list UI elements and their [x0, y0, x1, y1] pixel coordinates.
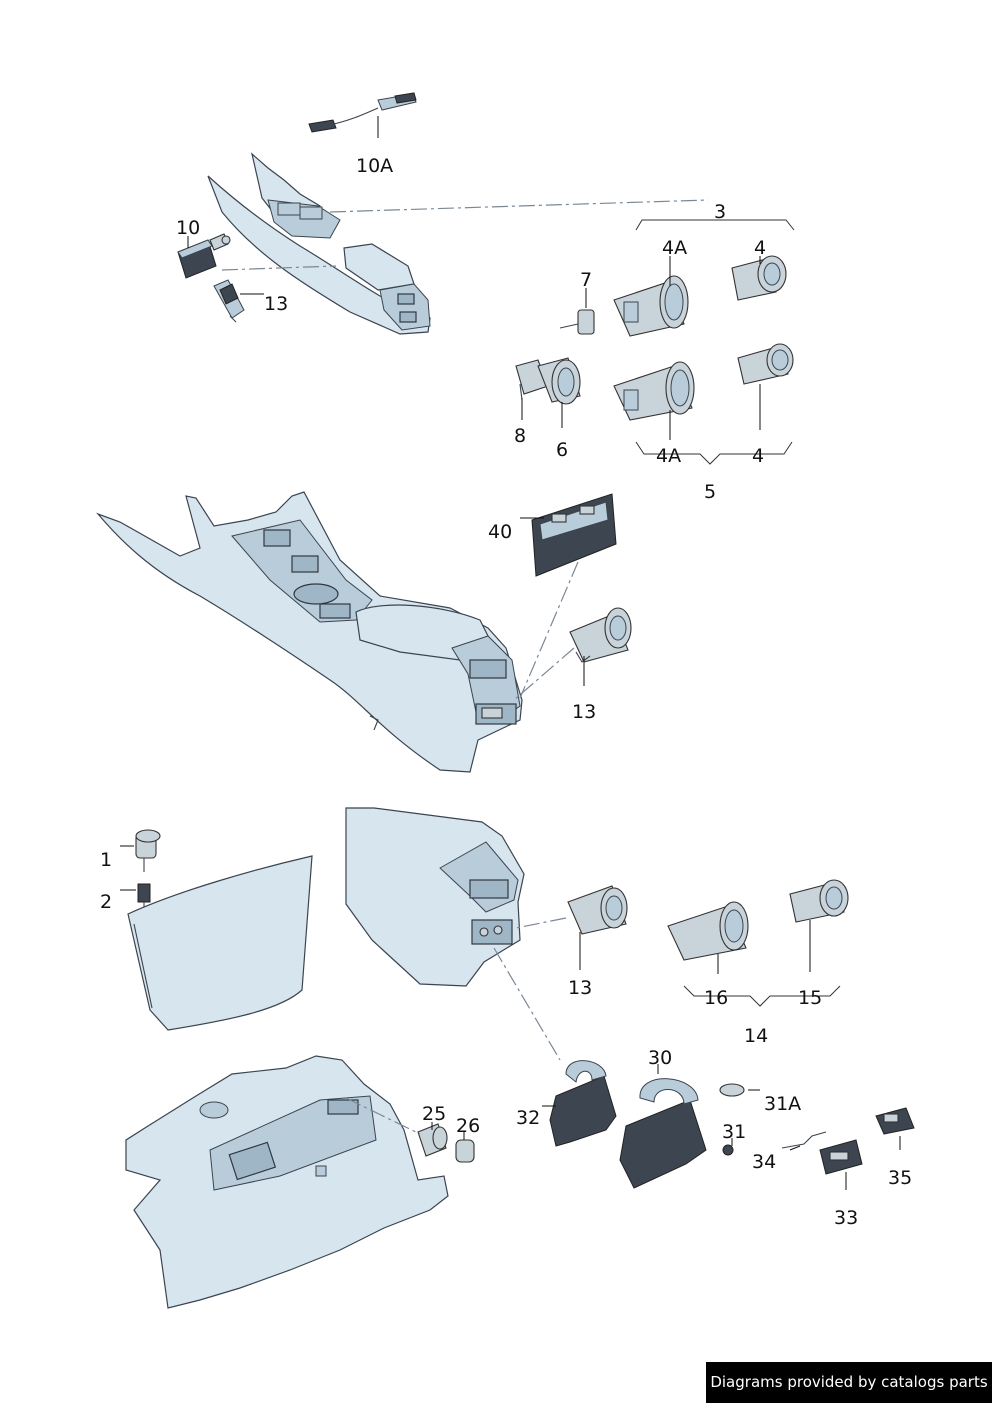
label-34: 34	[752, 1151, 776, 1173]
label-6: 6	[556, 439, 568, 461]
part-35-module	[875, 1107, 915, 1135]
label-31: 31	[722, 1121, 746, 1143]
label-4a-upper: 4A	[662, 237, 687, 259]
label-8: 8	[514, 425, 526, 447]
label-35: 35	[888, 1167, 912, 1189]
label-4a-lower: 4A	[656, 445, 681, 467]
part-center-console-upper	[207, 152, 431, 335]
label-40: 40	[488, 521, 512, 543]
part-cover-panel	[127, 855, 313, 1031]
label-32: 32	[516, 1107, 540, 1129]
part-7-cap	[559, 309, 595, 335]
attribution-banner: Diagrams provided by catalogs parts	[706, 1362, 992, 1403]
part-32-housing	[549, 1060, 617, 1147]
part-40-usb-panel	[531, 493, 617, 577]
label-2: 2	[100, 891, 112, 913]
label-31a: 31A	[764, 1093, 801, 1115]
label-3: 3	[714, 201, 726, 223]
part-4-lighter-upper	[731, 255, 787, 301]
part-1-switch	[135, 829, 161, 872]
part-6-socket-ring	[537, 357, 581, 405]
part-center-console-rear	[345, 807, 525, 987]
label-15: 15	[798, 987, 822, 1009]
part-13-socket-top	[213, 279, 245, 323]
label-26: 26	[456, 1115, 480, 1137]
label-16: 16	[704, 987, 728, 1009]
label-10: 10	[176, 217, 200, 239]
part-center-console-main	[96, 491, 523, 773]
part-4-lighter-lower	[737, 343, 794, 385]
label-13-top: 13	[264, 293, 288, 315]
part-10a-cable	[308, 92, 417, 133]
part-31-screw	[722, 1144, 734, 1156]
label-1: 1	[100, 849, 112, 871]
part-33-module	[819, 1139, 863, 1175]
part-34-clip	[781, 1131, 827, 1149]
part-2-connector	[137, 883, 151, 914]
label-33: 33	[834, 1207, 858, 1229]
label-25: 25	[422, 1103, 446, 1125]
part-25-socket	[417, 1123, 448, 1157]
label-13-lower: 13	[568, 977, 592, 999]
part-4a-socket-lower	[613, 361, 695, 421]
part-31a-washer	[719, 1083, 745, 1097]
label-7: 7	[580, 269, 592, 291]
label-4-lower: 4	[752, 445, 764, 467]
label-14: 14	[744, 1025, 768, 1047]
part-4a-socket-upper	[613, 275, 689, 337]
part-30-housing	[619, 1078, 707, 1189]
label-30: 30	[648, 1047, 672, 1069]
label-5: 5	[704, 481, 716, 503]
part-13-socket-lower	[567, 885, 628, 935]
label-13-middle: 13	[572, 701, 596, 723]
part-13-socket-middle	[569, 607, 632, 663]
part-16-socket	[667, 901, 749, 961]
part-15-lighter	[789, 879, 849, 923]
label-10a: 10A	[356, 155, 393, 177]
part-trunk-side-trim	[125, 1055, 449, 1309]
part-26-cap	[455, 1139, 475, 1163]
part-10-usb-module	[177, 233, 231, 279]
label-4-upper: 4	[754, 237, 766, 259]
